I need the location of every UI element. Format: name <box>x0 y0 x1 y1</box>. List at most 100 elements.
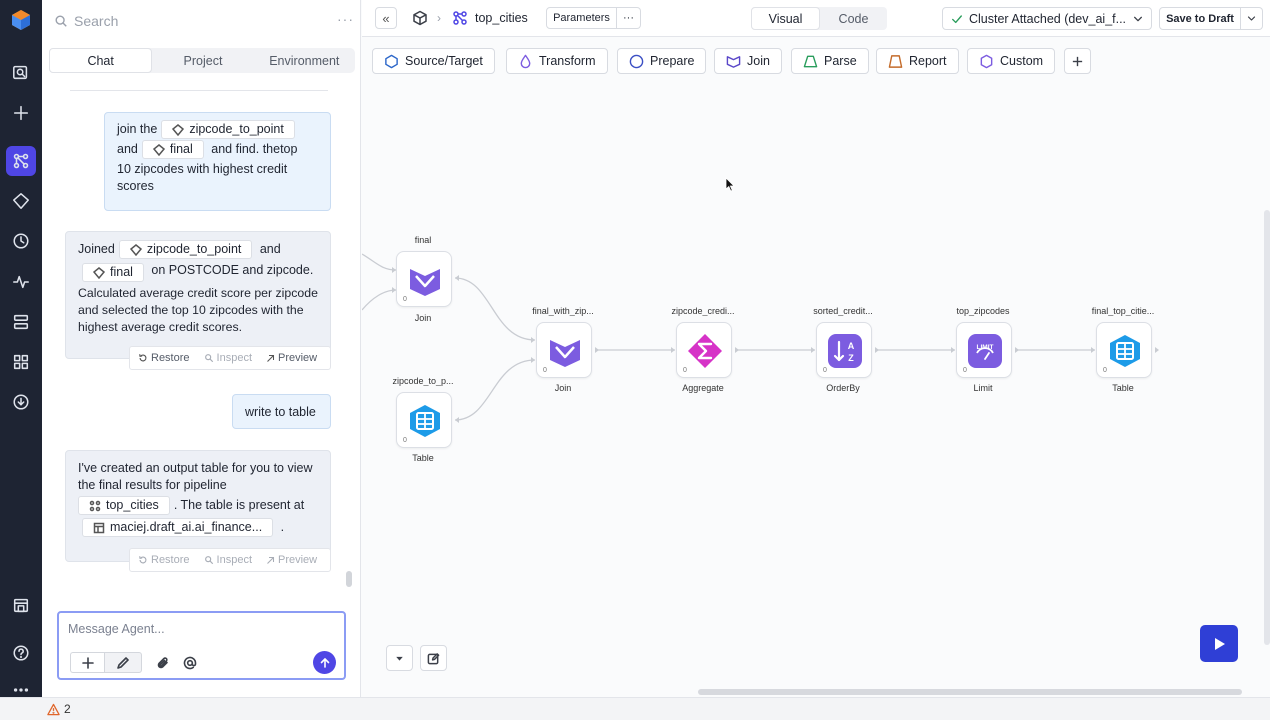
deployments-icon[interactable] <box>9 310 33 334</box>
table-chip[interactable]: maciej.draft_ai.ai_finance... <box>82 518 274 537</box>
node-final-join[interactable]: 0 <box>396 251 452 307</box>
chat-scrollbar[interactable] <box>346 571 352 587</box>
warning-triangle-icon <box>47 703 60 715</box>
plus-icon <box>1072 56 1083 66</box>
canvas-horizontal-scrollbar[interactable] <box>698 689 1242 695</box>
save-to-draft-button[interactable]: Save to Draft <box>1159 7 1241 30</box>
gem-chip[interactable]: zipcode_to_point <box>161 120 295 140</box>
edit-canvas-button[interactable] <box>420 645 447 671</box>
report-button[interactable]: Report <box>876 48 959 74</box>
parameters-more-button[interactable]: ··· <box>617 7 641 29</box>
create-new-icon[interactable] <box>9 101 33 125</box>
node-final-top-cities-table[interactable]: 0 <box>1096 322 1152 378</box>
gem-chip[interactable]: final <box>141 140 204 160</box>
transform-button[interactable]: Transform <box>506 48 608 74</box>
canvas-vertical-scrollbar[interactable] <box>1264 210 1270 645</box>
node-name-label: top_zipcodes <box>956 306 1010 316</box>
plus-icon <box>81 656 94 669</box>
button-label: Transform <box>539 54 596 68</box>
visual-tab[interactable]: Visual <box>751 7 820 30</box>
hexagon-icon <box>385 54 398 68</box>
node-name-label: final_with_zip... <box>532 306 594 316</box>
join-button[interactable]: Join <box>714 48 782 74</box>
history-icon[interactable] <box>9 229 33 253</box>
attach-button[interactable] <box>153 653 173 673</box>
save-options-button[interactable] <box>1241 7 1263 30</box>
more-options-icon[interactable] <box>9 682 33 698</box>
chevron-down-icon <box>1247 16 1256 21</box>
pipeline-name: top_cities <box>475 11 528 25</box>
restore-icon <box>139 354 147 362</box>
paperclip-icon <box>157 657 168 669</box>
mention-button[interactable] <box>180 653 200 673</box>
preview-button[interactable]: Preview <box>266 554 317 566</box>
run-pipeline-button[interactable] <box>1200 625 1238 662</box>
inspect-label: Inspect <box>216 352 252 364</box>
node-top-zipcodes-limit[interactable]: LIMIT 0 <box>956 322 1012 378</box>
collapse-panel-button[interactable]: « <box>375 7 397 29</box>
observability-icon[interactable] <box>9 270 33 294</box>
app-logo-icon[interactable] <box>10 9 32 31</box>
preview-button[interactable]: Preview <box>266 352 317 364</box>
node-final-with-zip-join[interactable]: 0 <box>536 322 592 378</box>
message-text: I've created an output table for you to … <box>78 461 313 492</box>
pipelines-icon[interactable] <box>6 146 36 176</box>
node-index: 0 <box>403 296 407 303</box>
agent-chat-panel: Search ··· Chat Project Environment join… <box>42 0 361 697</box>
download-icon[interactable] <box>9 390 33 414</box>
node-sorted-credit-orderby[interactable]: A Z 0 <box>816 322 872 378</box>
add-gem-button[interactable] <box>1064 48 1091 74</box>
custom-button[interactable]: Custom <box>967 48 1056 74</box>
inspect-button[interactable]: Inspect <box>204 554 252 566</box>
pipeline-canvas[interactable]: final 0 Join zipcode_to_p... 0 Table fin… <box>362 88 1270 697</box>
source-target-button[interactable]: Source/Target <box>372 48 495 74</box>
button-label: Report <box>909 54 947 68</box>
node-zipcode-table[interactable]: 0 <box>396 392 452 448</box>
limit-icon: LIMIT <box>968 334 1002 368</box>
edit-mode-button[interactable] <box>104 652 142 673</box>
warnings-indicator[interactable]: 2 <box>47 702 71 716</box>
cluster-selector[interactable]: Cluster Attached (dev_ai_f... <box>942 7 1152 30</box>
tab-project[interactable]: Project <box>183 53 223 68</box>
marketplace-icon[interactable] <box>9 593 33 617</box>
node-type-label: Join <box>554 383 572 393</box>
apps-grid-icon[interactable] <box>9 350 33 374</box>
node-name-label: zipcode_credi... <box>671 306 735 316</box>
play-icon <box>1215 637 1225 650</box>
node-zipcode-credit-aggregate[interactable]: 0 <box>676 322 732 378</box>
gem-chip[interactable]: final <box>82 263 144 283</box>
message-text: and find. thetop <box>211 142 298 157</box>
table-icon <box>410 405 440 437</box>
preview-label: Preview <box>278 352 318 364</box>
canvas-options-dropdown[interactable] <box>386 645 413 671</box>
inspect-icon <box>204 556 213 565</box>
gems-icon[interactable] <box>9 189 33 213</box>
code-tab[interactable]: Code <box>838 11 869 26</box>
svg-text:A: A <box>848 341 855 351</box>
parse-button[interactable]: Parse <box>791 48 869 74</box>
message-text: join the <box>117 122 158 136</box>
left-rail <box>0 0 42 697</box>
message-input[interactable] <box>68 620 328 638</box>
restore-button[interactable]: Restore <box>138 352 190 364</box>
message-actions: Restore Inspect Preview <box>129 548 331 572</box>
parameters-button[interactable]: Parameters <box>546 7 617 29</box>
search-bar[interactable]: Search ··· <box>54 10 354 32</box>
add-button[interactable] <box>70 652 104 673</box>
at-sign-icon <box>183 656 197 670</box>
prepare-button[interactable]: Prepare <box>617 48 707 74</box>
tab-chat[interactable]: Chat <box>49 48 153 73</box>
chat-tabs: Chat Project Environment <box>49 48 355 73</box>
pipeline-chip[interactable]: top_cities <box>78 496 170 515</box>
breadcrumb[interactable]: top_cities <box>452 10 528 26</box>
search-more-button[interactable]: ··· <box>337 11 354 27</box>
project-icon[interactable] <box>412 10 428 29</box>
send-button[interactable] <box>313 651 336 674</box>
inspect-button[interactable]: Inspect <box>204 352 252 364</box>
tab-environment[interactable]: Environment <box>269 53 340 68</box>
restore-button[interactable]: Restore <box>138 554 190 566</box>
gem-chip[interactable]: zipcode_to_point <box>118 240 253 260</box>
data-explorer-icon[interactable] <box>9 60 33 84</box>
help-icon[interactable] <box>9 641 33 665</box>
